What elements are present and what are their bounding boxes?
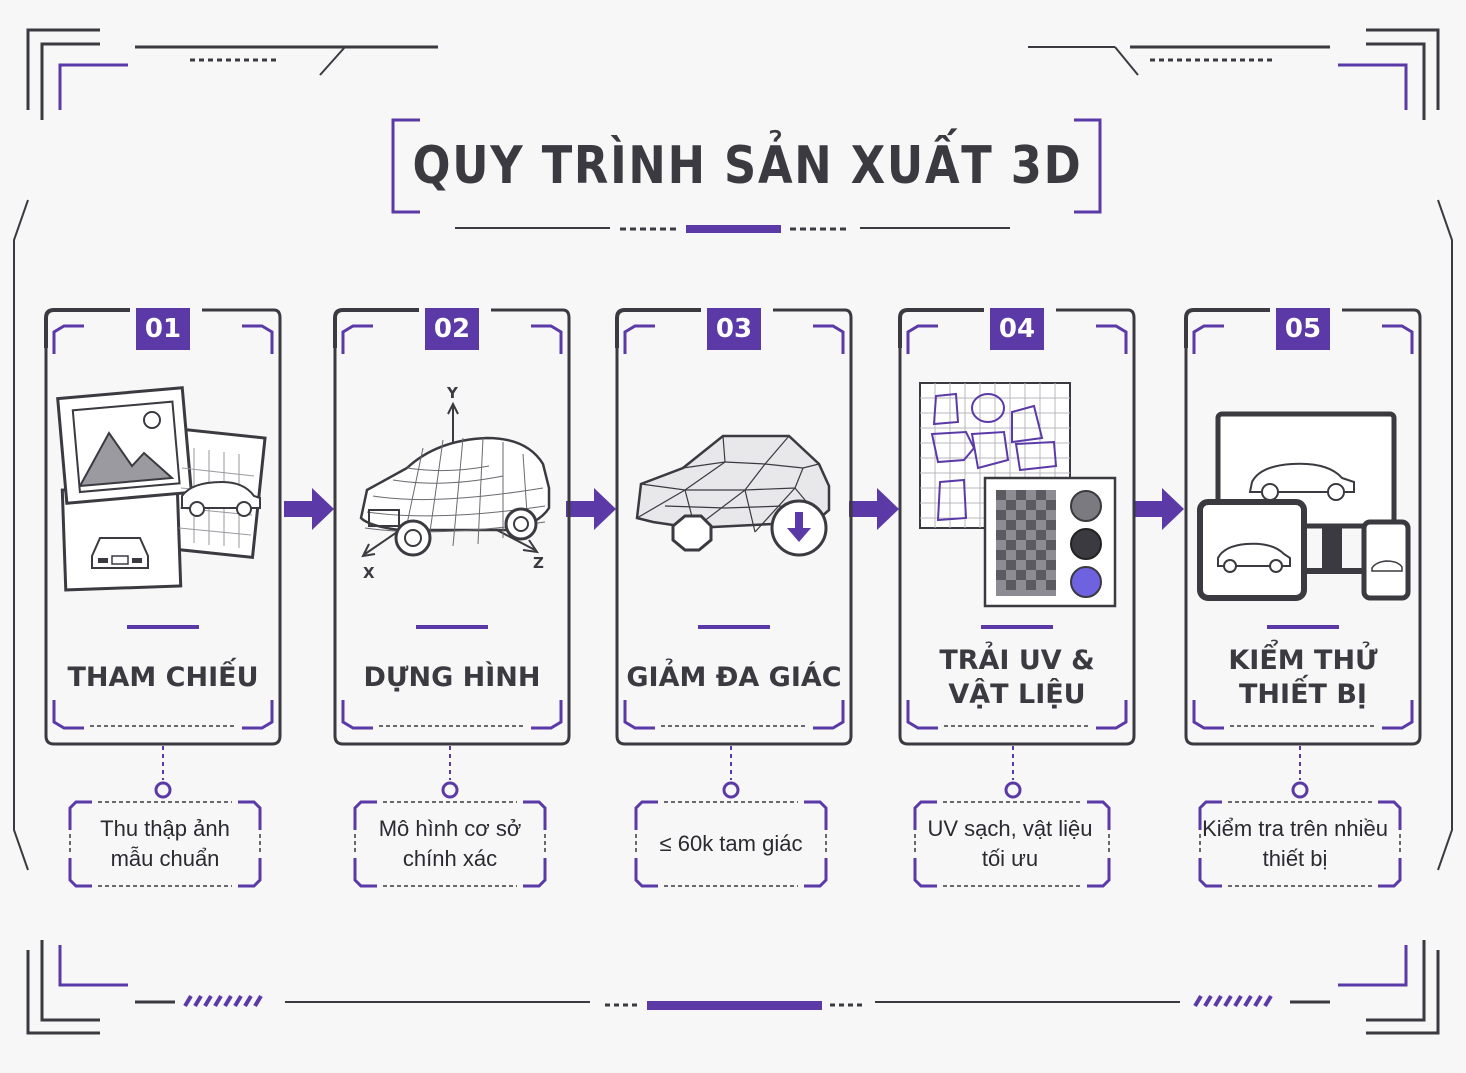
step-card-3: 03 GIẢM ĐA GIÁC <box>615 308 853 746</box>
note-text: Mô hình cơ sở chính xác <box>378 816 522 871</box>
step-number: 01 <box>136 308 190 350</box>
arrow-right-icon <box>1134 488 1184 530</box>
note-text: Thu thập ảnh mẫu chuẩn <box>100 816 230 871</box>
axis-x-label: X <box>363 564 375 582</box>
step-note-1: Thu thập ảnh mẫu chuẩn <box>68 800 262 888</box>
arrow-right-icon <box>849 488 899 530</box>
step-note-2: Mô hình cơ sở chính xác <box>353 800 547 888</box>
note-text: Kiểm tra trên nhiều thiết bị <box>1202 816 1388 871</box>
step-note-5: Kiểm tra trên nhiều thiết bị <box>1198 800 1402 888</box>
step-label: THAM CHIẾU <box>67 662 259 693</box>
lowpoly-car-icon <box>635 434 831 557</box>
step-label: GIẢM ĐA GIÁC <box>626 662 842 693</box>
step-note-4: UV sạch, vật liệu tối ưu <box>913 800 1111 888</box>
step-label: KIỂM THỬ THIẾT BỊ <box>1228 645 1378 710</box>
reference-images-icon <box>56 386 267 592</box>
arrow-right-icon <box>566 488 616 530</box>
step-number: 05 <box>1276 308 1330 350</box>
axis-z-label: Z <box>533 554 544 572</box>
step-label: TRẢI UV & VẬT LIỆU <box>939 645 1095 710</box>
step-card-2: 02 Y X Z DỰNG HÌNH <box>333 308 571 746</box>
step-label: DỰNG HÌNH <box>363 662 541 693</box>
step-card-1: 01 THAM CHIẾU <box>44 308 282 746</box>
wireframe-car-icon: Y X Z <box>359 384 551 582</box>
step-card-4: 04 <box>898 308 1136 746</box>
step-number: 02 <box>425 308 479 350</box>
devices-icon <box>1197 411 1411 601</box>
arrow-right-icon <box>284 488 334 530</box>
step-number: 03 <box>707 308 761 350</box>
axis-y-label: Y <box>446 384 459 402</box>
step-card-5: 05 KIỂM THỬ THIẾT BỊ <box>1184 308 1422 746</box>
note-text: UV sạch, vật liệu tối ưu <box>927 816 1093 871</box>
page-title: QUY TRÌNH SẢN XUẤT 3D <box>412 136 1082 196</box>
uv-materials-icon <box>919 382 1117 608</box>
step-note-3: ≤ 60k tam giác <box>634 800 828 888</box>
step-number: 04 <box>990 308 1044 350</box>
title-block: QUY TRÌNH SẢN XUẤT 3D <box>393 118 1101 214</box>
note-text: ≤ 60k tam giác <box>659 831 803 856</box>
